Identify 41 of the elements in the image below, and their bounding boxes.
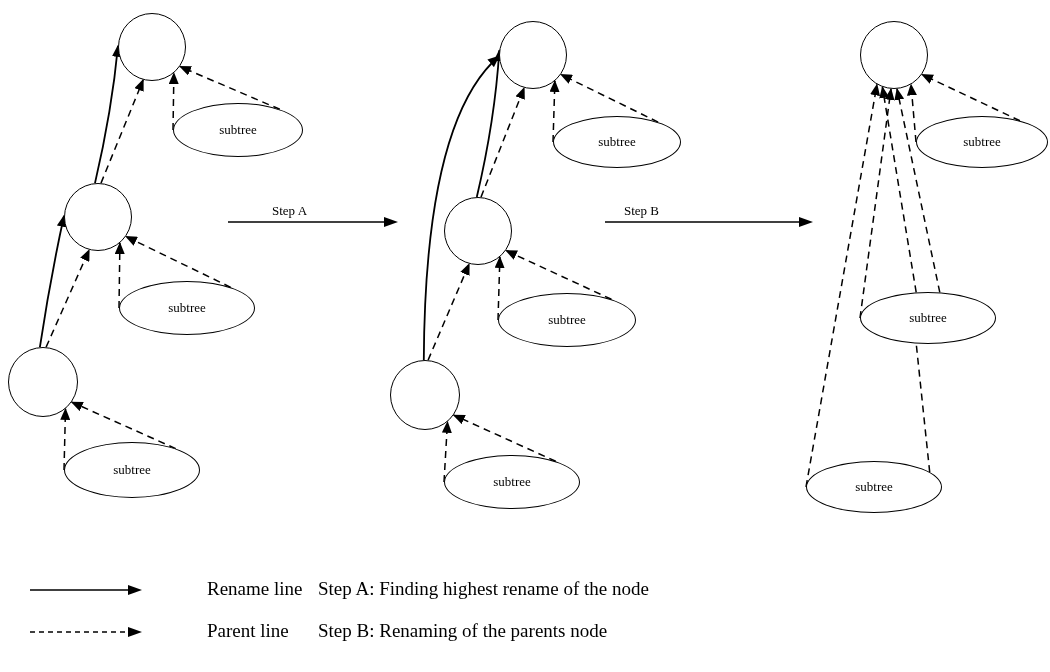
parent-line <box>45 248 90 348</box>
parent-line <box>894 87 941 294</box>
rename-line <box>39 214 67 348</box>
legend-label: Parent line <box>207 620 289 642</box>
legend-label: Rename line <box>207 578 303 600</box>
tree-node-circle <box>499 21 567 89</box>
parent-line <box>179 65 281 111</box>
parent-line <box>427 262 470 361</box>
parent-line <box>452 414 557 463</box>
subtree-ellipse <box>119 281 255 335</box>
step-label: Step B <box>624 203 660 219</box>
tree-node-circle <box>118 13 186 81</box>
legend-note: Step A: Finding highest rename of the node <box>318 578 649 600</box>
tree-node-circle <box>64 183 132 251</box>
subtree-ellipse <box>64 442 200 498</box>
node-label: subtree <box>855 479 893 495</box>
rename-line <box>422 55 500 361</box>
node-label: subtree <box>548 312 586 328</box>
parent-line <box>125 235 232 289</box>
node-label: subtree <box>493 474 531 490</box>
subtree-ellipse <box>806 461 942 513</box>
node-label: subtree <box>168 300 206 316</box>
node-label: subtree <box>963 134 1001 150</box>
subtree-ellipse <box>173 103 303 157</box>
node-label: subtree <box>113 462 151 478</box>
subtree-ellipse <box>498 293 636 347</box>
subtree-ellipse <box>916 116 1048 168</box>
node-label: subtree <box>909 310 947 326</box>
parent-line <box>480 86 525 198</box>
step-label: Step A <box>272 203 308 219</box>
subtree-ellipse <box>860 292 996 344</box>
parent-line <box>921 73 1021 122</box>
node-label: subtree <box>598 134 636 150</box>
parent-line <box>70 401 177 450</box>
subtree-ellipse <box>553 116 681 168</box>
node-label: subtree <box>219 122 257 138</box>
parent-line <box>879 85 917 294</box>
legend-note: Step B: Renaming of the parents node <box>318 620 608 642</box>
parent-line <box>100 78 144 184</box>
parent-line <box>560 73 659 123</box>
subtree-ellipse <box>444 455 580 509</box>
